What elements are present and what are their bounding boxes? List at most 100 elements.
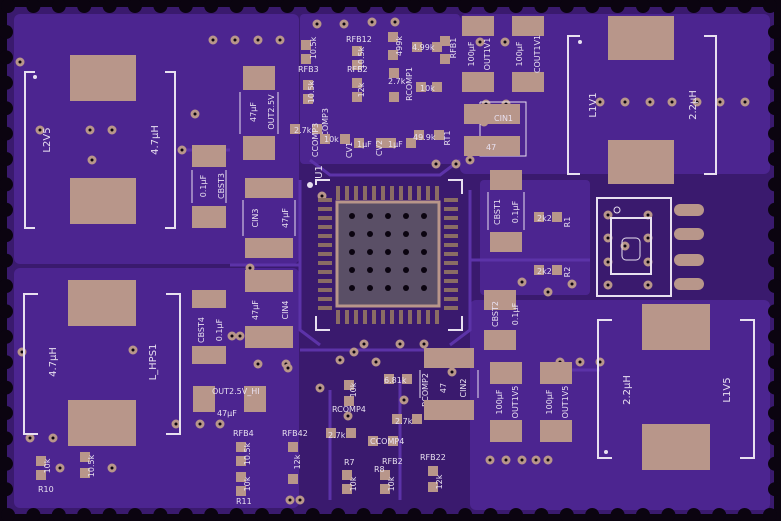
hole (500, 37, 510, 47)
ic-pin (345, 186, 349, 200)
hole (26, 508, 41, 521)
hole (77, 0, 92, 13)
ic-pin (318, 198, 332, 202)
hole (305, 508, 320, 521)
ic-pin (444, 270, 458, 274)
ic-pin (390, 310, 394, 324)
rfb22-value: 12k (435, 474, 444, 489)
ic-pin (444, 207, 458, 211)
out25v-value: 47µF (249, 102, 258, 122)
hole (620, 97, 630, 107)
inductor-l1v5: 2.2µH L1V5 (597, 304, 755, 470)
hole (102, 0, 117, 13)
ic-pin (318, 297, 332, 301)
hole (768, 304, 781, 319)
hole (229, 0, 244, 13)
out1v5b-label: OUT1V5 (561, 386, 570, 419)
rfb12-label: RFB12 (346, 35, 372, 44)
cbst1-label: CBST1 (493, 199, 502, 225)
hole (585, 0, 600, 13)
hole (0, 152, 13, 166)
hole (768, 50, 781, 65)
hole (107, 125, 117, 135)
hole (253, 35, 263, 45)
hole (0, 177, 13, 192)
hole (645, 97, 655, 107)
hole (1, 0, 15, 13)
hole (283, 363, 293, 373)
cap-out1v5b: 100µF OUT1V5 (540, 362, 572, 442)
cbst4-value: 0.1µF (215, 318, 224, 341)
hole (343, 411, 353, 421)
ic-pin (444, 297, 458, 301)
hole (367, 285, 373, 291)
hole (385, 267, 391, 273)
rfb4-label: RFB4 (233, 429, 254, 438)
hole (686, 508, 701, 521)
r10k-b-value: 10k (420, 84, 435, 93)
r4-99k-value: 4.99k (412, 43, 435, 52)
resistor-rcomp2: 2.7k RCOMP2 (392, 373, 430, 426)
cap-cbst3: CBST3 0.1µF (191, 145, 227, 228)
hole (102, 508, 117, 521)
hole (255, 0, 269, 13)
ic-pin (336, 186, 340, 200)
hole (128, 508, 142, 521)
hole (0, 253, 13, 268)
hole (153, 0, 168, 13)
ccomp4-label: CCOMP4 (370, 437, 404, 446)
ic-pin (363, 310, 367, 324)
hole (1, 508, 15, 521)
hole (229, 508, 244, 521)
hole (190, 109, 200, 119)
hole (543, 287, 553, 297)
hole (740, 97, 750, 107)
ic-pin (363, 186, 367, 200)
hole (35, 125, 45, 135)
ic-pin (381, 186, 385, 200)
out1v1-label: OUT1V1 (483, 38, 492, 71)
cin1-value: 47 (486, 143, 496, 152)
ic-pin (408, 186, 412, 200)
hole (349, 249, 355, 255)
hole (275, 35, 285, 45)
cap-cv1: 1µF CV1 (345, 138, 386, 158)
hole (367, 213, 373, 219)
ic-u1-thermal-vias (349, 213, 427, 291)
hole (661, 0, 676, 13)
cin3-value: 47µF (281, 208, 290, 228)
rfb2-value: 12k (357, 82, 366, 97)
resistor-rfb3: RFB3 10.5k (298, 36, 319, 74)
inductor-l-hps1: 4.7µH L_HPS1 (23, 280, 181, 446)
hole (331, 0, 346, 13)
resistor-rfb12: RFB12 10.5k (346, 35, 372, 70)
hole (421, 267, 427, 273)
rcomp1-value: 2.7k (388, 77, 406, 86)
hole (107, 463, 117, 473)
rcomp3-label: RCOMP3 (321, 108, 330, 142)
rfb22-label: RFB22 (420, 453, 446, 462)
hole (349, 347, 359, 357)
rfb42-label: RFB42 (282, 429, 308, 438)
hole (768, 126, 781, 141)
hole (399, 395, 409, 405)
ic-pin (444, 243, 458, 247)
hole (768, 202, 781, 217)
hole (280, 508, 295, 521)
resistor-r4-99k: 4.99k (412, 42, 442, 52)
cbst4-label: CBST4 (197, 317, 206, 343)
out1v5b-value: 100µF (545, 389, 554, 414)
ic-pin (444, 288, 458, 292)
rcomp2-value: 2.7k (395, 417, 413, 426)
ic-pin (444, 234, 458, 238)
cap-out1v1: 100µF OUT1V1 (462, 16, 494, 92)
ic-pin (345, 310, 349, 324)
hole (509, 0, 523, 13)
hole (312, 19, 322, 29)
hole (585, 508, 600, 521)
hole (667, 97, 677, 107)
hole (0, 482, 13, 497)
r11-value: 10k (243, 476, 252, 491)
cin4-value: 47µF (251, 300, 260, 320)
hole (483, 508, 498, 521)
